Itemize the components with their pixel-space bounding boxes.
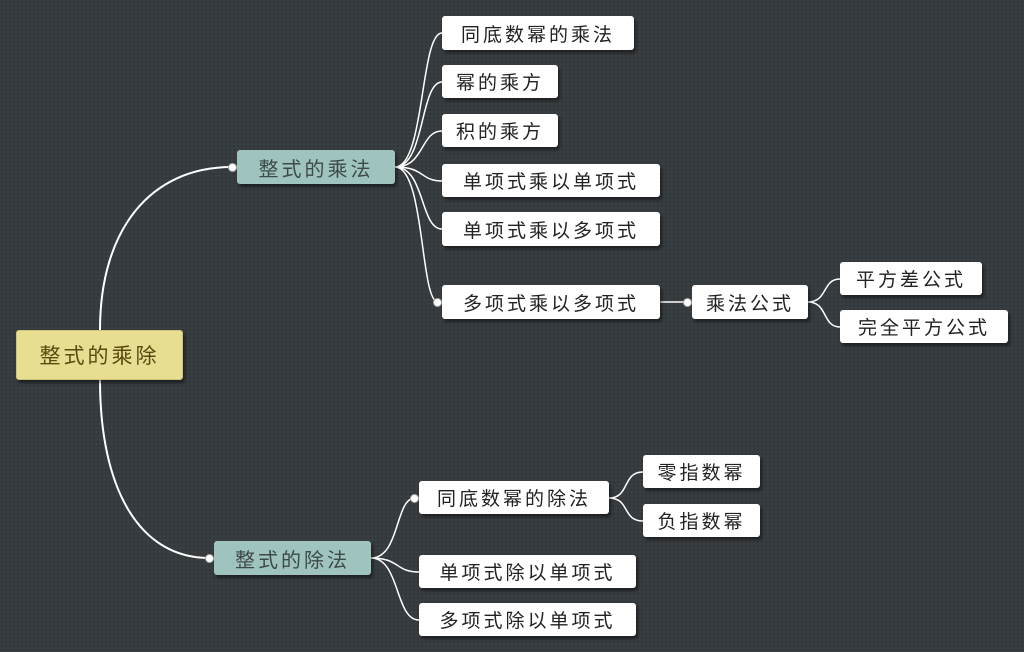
connector-root-multiplication xyxy=(99,166,233,331)
subtopic[interactable]: 积的乘方 xyxy=(442,114,558,147)
collapse-toggle[interactable] xyxy=(433,298,442,307)
collapse-toggle[interactable] xyxy=(228,163,237,172)
connector xyxy=(394,166,443,230)
connector xyxy=(394,166,439,303)
collapse-toggle[interactable] xyxy=(410,494,419,503)
subtopic[interactable]: 同底数幂的乘法 xyxy=(442,16,634,50)
topic-division[interactable]: 整式的除法 xyxy=(214,541,371,575)
connector xyxy=(807,301,841,328)
subtopic[interactable]: 负指数幂 xyxy=(643,504,760,537)
connector xyxy=(608,471,644,499)
connector xyxy=(807,278,841,303)
connector-root-division xyxy=(99,379,210,559)
connectors-division xyxy=(370,471,644,621)
subtopic[interactable]: 多项式乘以多项式 xyxy=(442,285,660,319)
subtopic[interactable]: 单项式乘以多项式 xyxy=(442,212,660,246)
connector xyxy=(394,130,443,168)
subtopic[interactable]: 同底数幂的除法 xyxy=(419,481,609,514)
collapse-toggle[interactable] xyxy=(683,298,692,307)
connector xyxy=(394,166,443,182)
collapse-toggle[interactable] xyxy=(205,554,214,563)
subtopic[interactable]: 平方差公式 xyxy=(840,262,982,295)
connectors-multiplication xyxy=(394,32,841,328)
subtopic[interactable]: 单项式乘以单项式 xyxy=(442,164,660,197)
connector xyxy=(394,32,443,168)
subtopic[interactable]: 完全平方公式 xyxy=(840,310,1008,343)
connector xyxy=(394,81,443,168)
subtopic[interactable]: 幂的乘方 xyxy=(442,65,558,98)
topic-multiplication[interactable]: 整式的乘法 xyxy=(237,150,395,184)
subtopic[interactable]: 单项式除以单项式 xyxy=(419,555,636,588)
subtopic[interactable]: 零指数幂 xyxy=(643,455,760,488)
connector xyxy=(370,497,416,559)
connector xyxy=(608,497,644,522)
subtopic[interactable]: 多项式除以单项式 xyxy=(419,603,636,636)
connector xyxy=(370,557,420,573)
subtopic-formula[interactable]: 乘法公式 xyxy=(692,285,808,319)
connector xyxy=(370,557,420,621)
root-node[interactable]: 整式的乘除 xyxy=(16,330,183,380)
